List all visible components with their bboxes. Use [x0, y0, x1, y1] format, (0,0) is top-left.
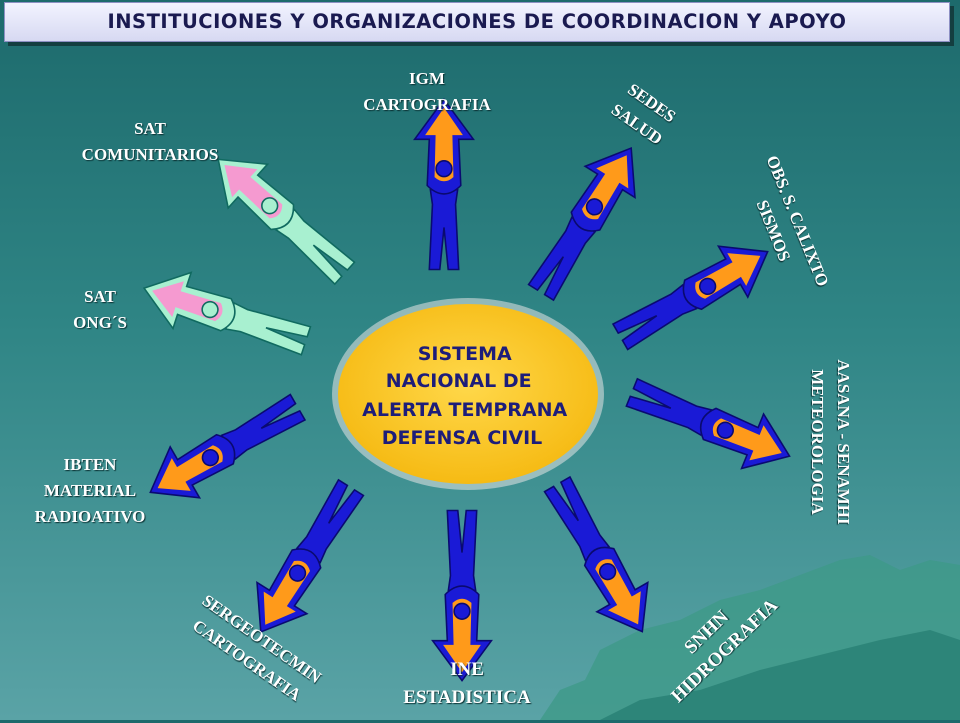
center-line-2: NACIONAL DE — [386, 370, 532, 392]
figures-layer — [142, 98, 791, 682]
figure-aasana-legs — [625, 377, 713, 437]
figure-obs-legs — [611, 283, 698, 351]
figure-snhn-head — [598, 562, 617, 581]
figure-snhn — [543, 475, 649, 633]
figure-sat-ongs — [142, 271, 312, 356]
figure-igm — [413, 98, 475, 271]
figure-sedes — [527, 146, 636, 302]
figure-sat-comunitarios — [217, 158, 356, 286]
figure-sergeotecmin — [256, 478, 365, 634]
figure-igm-head — [435, 160, 453, 178]
svg-text:SISTEMA NACIONAL DE: SISTEMA NACIONAL DE ALERTA TEMPRANA DEFE… — [362, 343, 574, 449]
figure-obs-head — [698, 277, 717, 296]
title-bar: INSTITUCIONES Y ORGANIZACIONES DE COORDI… — [4, 2, 950, 42]
figure-ibten — [149, 393, 307, 499]
center-line-3: ALERTA TEMPRANA — [362, 399, 567, 421]
figure-ibten-head — [201, 448, 220, 467]
figure-ibten-legs — [220, 393, 307, 461]
mountain-decoration-front — [600, 630, 960, 720]
figure-sedes-head — [585, 198, 604, 216]
figure-aasana-head — [716, 421, 734, 439]
figure-ine-legs — [446, 509, 478, 592]
figure-sergeotecmin-legs — [295, 478, 365, 564]
center-line-4: DEFENSA CIVIL — [382, 427, 543, 449]
figure-sat-comunitarios-head — [261, 197, 279, 215]
figure-sedes-legs — [527, 216, 597, 302]
figure-ine-arrow-fill — [443, 598, 481, 673]
figure-igm-legs — [428, 188, 460, 271]
figure-sergeotecmin-head — [288, 564, 307, 582]
figure-ine — [431, 509, 493, 682]
center-node: SISTEMA NACIONAL DE ALERTA TEMPRANA DEFE… — [332, 298, 604, 490]
figure-igm-arrow-fill — [425, 107, 463, 182]
figure-snhn-legs — [543, 475, 611, 562]
figure-sat-ongs-legs — [224, 301, 312, 356]
page-title: INSTITUCIONES Y ORGANIZACIONES DE COORDI… — [107, 10, 847, 33]
center-line-1: SISTEMA — [418, 343, 512, 365]
figure-aasana — [625, 377, 791, 470]
figure-obs — [611, 245, 769, 351]
figure-sat-comunitarios-legs — [274, 208, 356, 286]
figure-sat-ongs-head — [201, 300, 219, 319]
figure-ine-head — [453, 602, 471, 620]
